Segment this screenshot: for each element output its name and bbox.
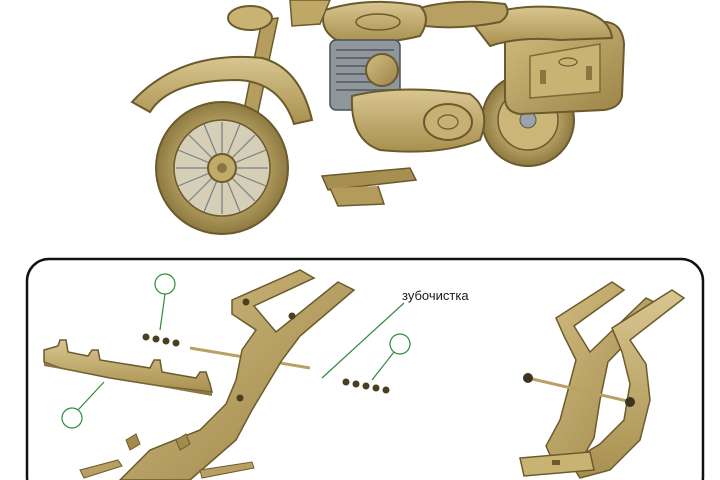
peg-set-right bbox=[342, 378, 390, 394]
floor-strips bbox=[79, 459, 255, 479]
motorcycle-model bbox=[130, 0, 626, 235]
assembled-frame bbox=[519, 281, 686, 479]
toothpick-label: зубочистка bbox=[402, 288, 469, 303]
toothpick-right bbox=[527, 376, 641, 406]
footboard bbox=[320, 167, 418, 191]
fuel-tank bbox=[322, 0, 427, 44]
callout-markers bbox=[61, 273, 411, 429]
flat-panel-part bbox=[43, 339, 213, 396]
side-rail-part bbox=[118, 269, 356, 480]
front-fender bbox=[130, 55, 314, 126]
headlight bbox=[227, 5, 273, 31]
peg-set-upper bbox=[142, 333, 180, 347]
saddlebag bbox=[504, 20, 626, 116]
front-wheel bbox=[155, 101, 289, 235]
instruction-frame bbox=[25, 257, 705, 480]
seat bbox=[418, 0, 509, 29]
